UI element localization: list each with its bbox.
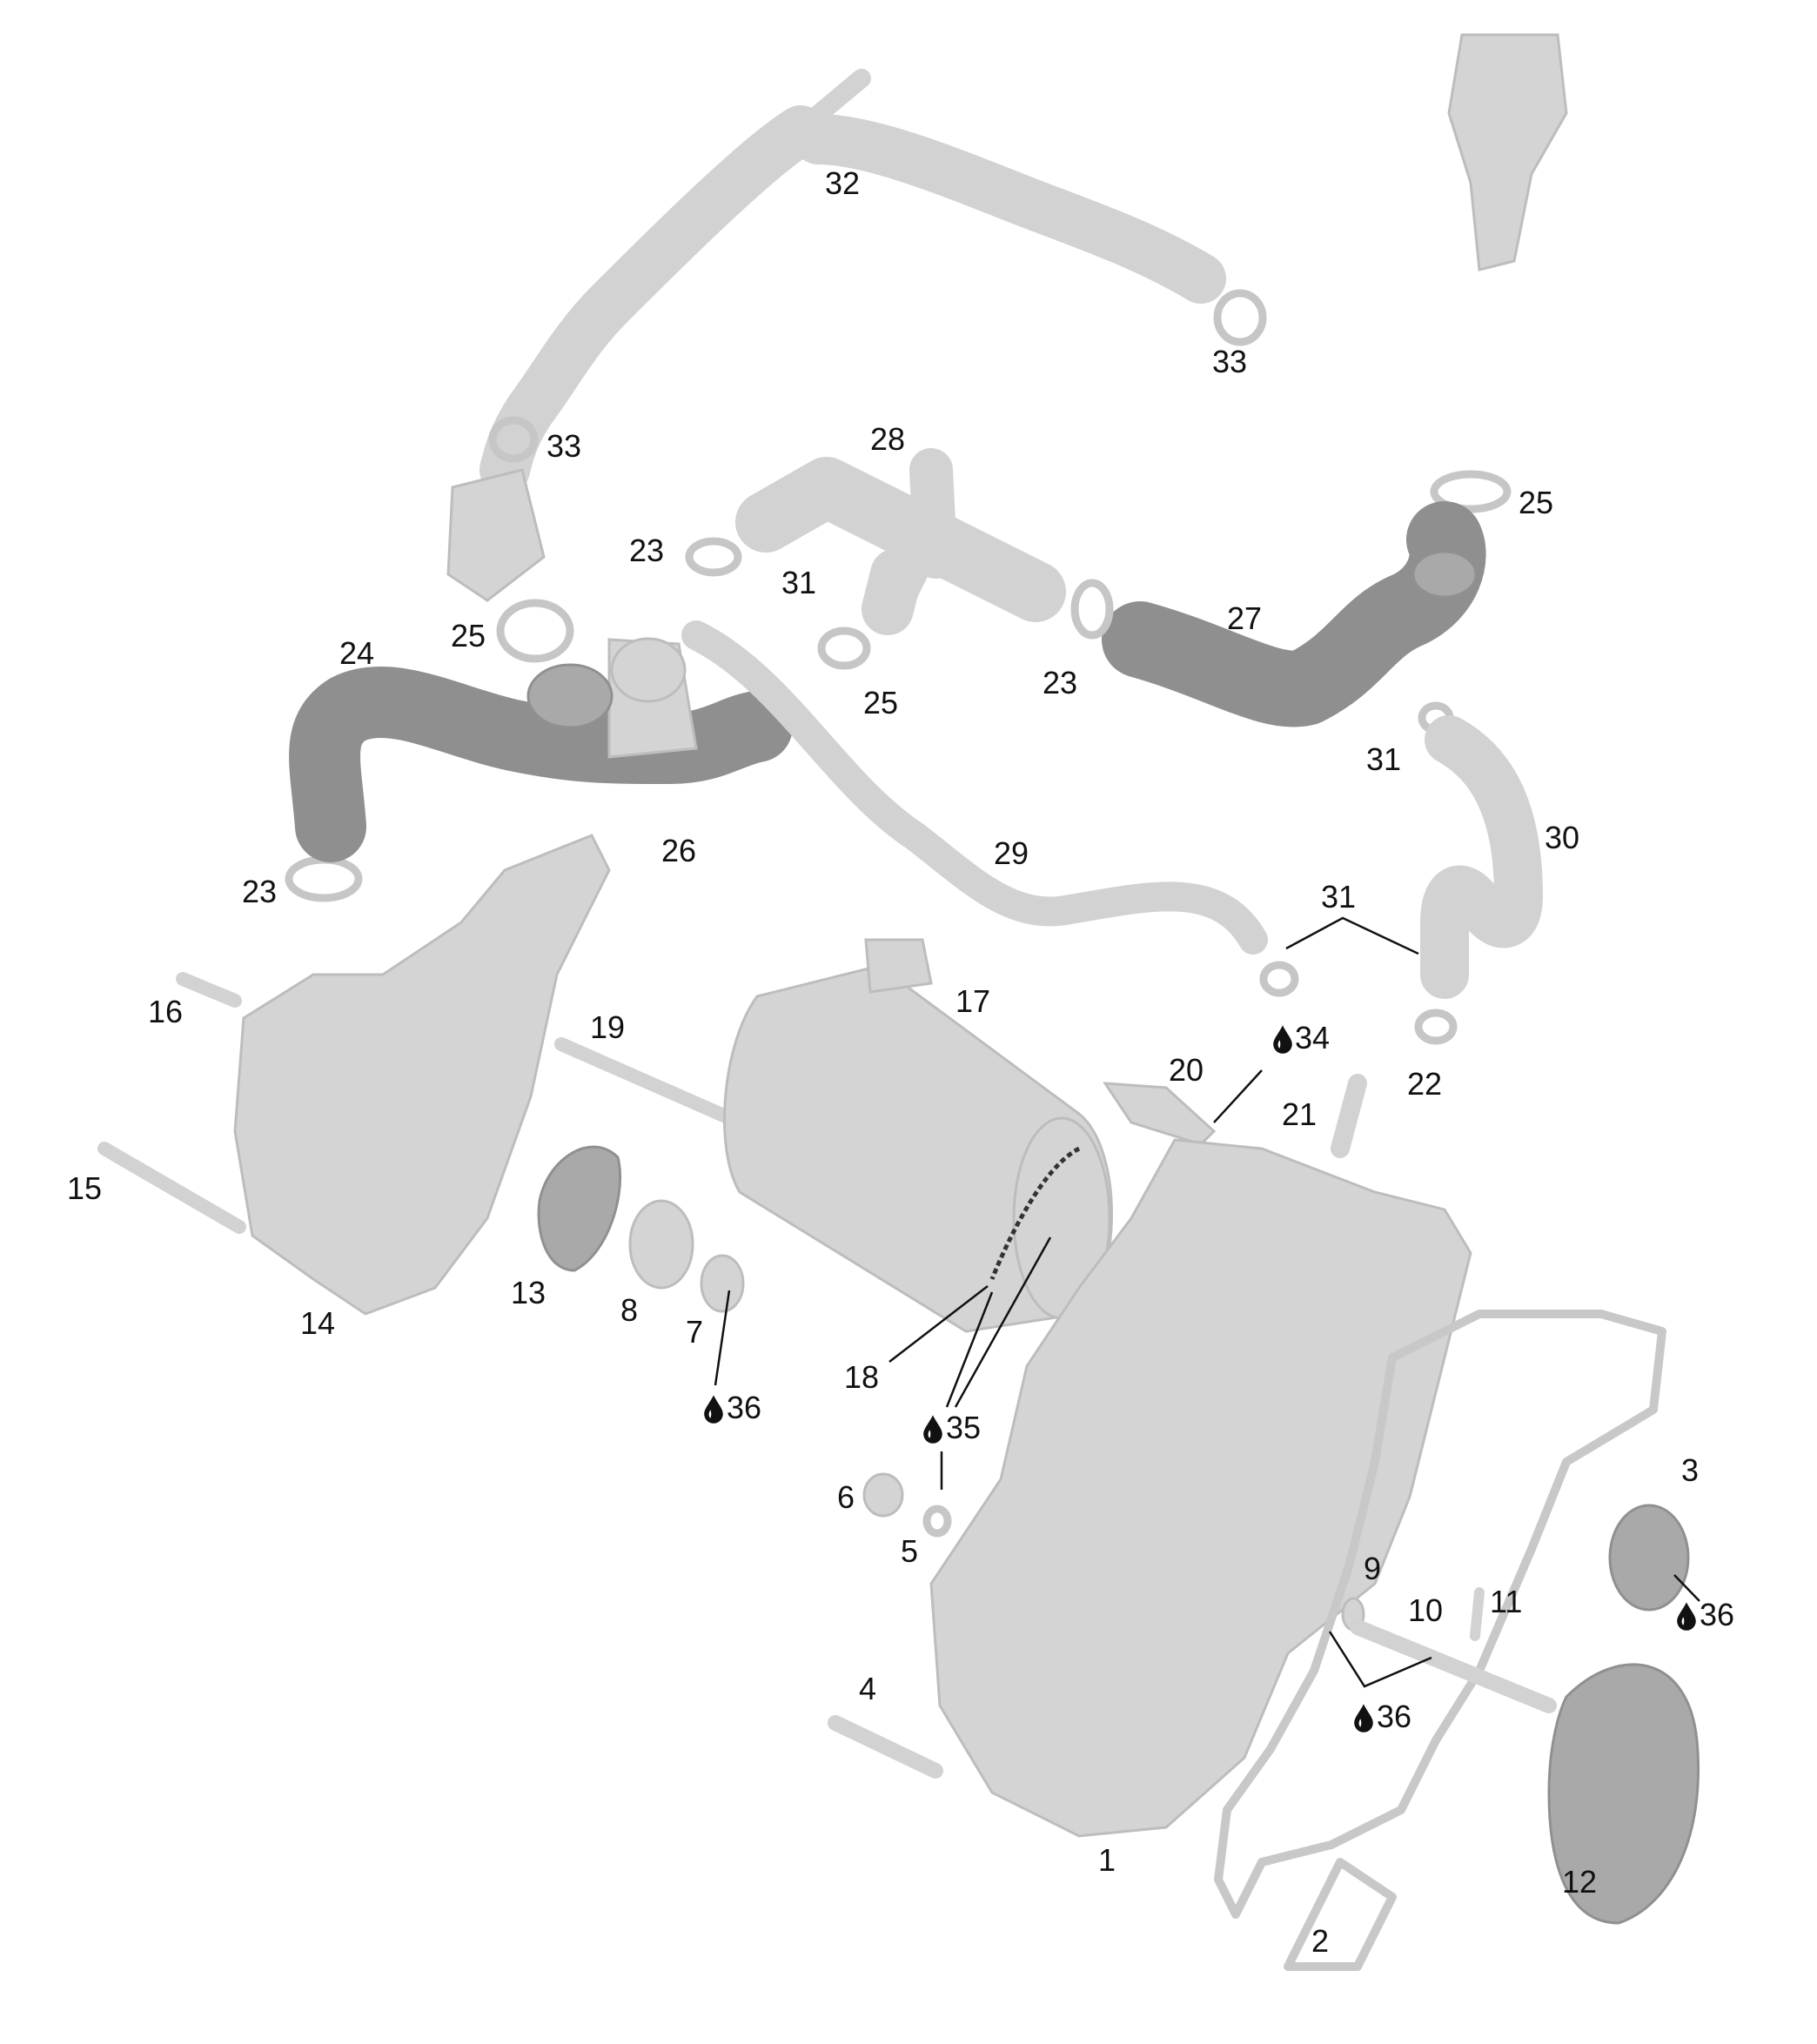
callout-23-left: 23 — [242, 874, 277, 909]
callout-31-bracket: 31 — [1321, 879, 1356, 915]
callout-34: 34 — [1295, 1020, 1330, 1056]
part-18-o-ring — [989, 1146, 1081, 1280]
callout-24: 24 — [339, 635, 374, 671]
part-23-ring-right — [1070, 579, 1114, 640]
part-32-hose — [479, 69, 1226, 495]
callout-25-left: 25 — [451, 618, 486, 653]
callout-25-mid: 25 — [863, 685, 898, 720]
callout-33-right: 33 — [1212, 344, 1247, 379]
callout-15: 15 — [67, 1170, 102, 1206]
callout-33-left: 33 — [546, 428, 581, 464]
part-15-bolt — [97, 1142, 246, 1234]
part-23-ring-left — [285, 855, 363, 902]
callout-3: 3 — [1681, 1452, 1699, 1488]
part-27-hose — [1102, 501, 1486, 727]
callout-25-right: 25 — [1519, 485, 1553, 520]
callout-36-bottom: 36 — [1377, 1699, 1411, 1734]
part-2-gasket — [1214, 1310, 1666, 1971]
callout-31-right: 31 — [1366, 741, 1401, 777]
callout-27: 27 — [1227, 600, 1262, 636]
part-10-shaft — [1350, 1619, 1557, 1713]
callout-26: 26 — [661, 833, 696, 868]
callout-6: 6 — [837, 1479, 855, 1515]
part-7-seal — [700, 1254, 745, 1313]
part-22-bolt — [1331, 1074, 1367, 1158]
part-6-plug — [862, 1472, 904, 1518]
drop-icon — [1677, 1602, 1696, 1631]
callout-31-left: 31 — [781, 565, 816, 600]
callout-17: 17 — [955, 983, 990, 1019]
callout-18: 18 — [844, 1359, 879, 1395]
drop-icon — [923, 1415, 942, 1444]
part-19-bolt — [554, 1037, 747, 1129]
part-28-t-fitting — [735, 448, 1066, 635]
part-fitting-left — [446, 468, 546, 602]
part-30-hose — [1420, 715, 1543, 999]
drop-icon — [1354, 1704, 1373, 1732]
part-29-hose — [681, 620, 1268, 955]
part-1-engine-block — [929, 1138, 1472, 1838]
part-4-bolt — [828, 1715, 943, 1779]
part-20-fitting — [1103, 1082, 1217, 1146]
callout-23-top: 23 — [629, 533, 664, 568]
callout-13: 13 — [511, 1275, 546, 1310]
callout-10: 10 — [1408, 1592, 1443, 1628]
callout-32: 32 — [825, 165, 860, 201]
part-16-bolt — [176, 972, 242, 1008]
part-25-ring-mid — [817, 627, 871, 670]
part-23-ring-mid — [685, 537, 742, 577]
part-25-ring-right — [1430, 470, 1512, 513]
callout-23-right: 23 — [1043, 665, 1077, 700]
callout-19: 19 — [590, 1009, 625, 1045]
callout-12: 12 — [1562, 1864, 1597, 1900]
callout-11: 11 — [1490, 1584, 1522, 1619]
callout-labels: 1 2 3 4 5 6 7 8 9 10 11 12 13 14 15 16 1… — [67, 165, 1734, 1959]
callout-1: 1 — [1098, 1842, 1116, 1878]
callout-2: 2 — [1311, 1923, 1329, 1959]
callout-4: 4 — [859, 1671, 876, 1706]
part-3-cap — [1608, 1504, 1690, 1612]
callout-28: 28 — [870, 421, 905, 457]
part-33-clamp-upper — [1213, 289, 1267, 346]
part-24-26-hose-assembly — [289, 637, 793, 862]
callout-5: 5 — [901, 1533, 918, 1569]
callout-30: 30 — [1545, 820, 1579, 855]
callout-16: 16 — [148, 994, 183, 1029]
part-5-o-ring — [922, 1505, 952, 1538]
callout-9: 9 — [1364, 1551, 1381, 1586]
callout-35: 35 — [946, 1410, 981, 1445]
part-14-pump-housing — [233, 834, 611, 1316]
part-13-impeller — [537, 1145, 622, 1272]
part-25-ring-left — [496, 599, 574, 663]
part-8-seal — [628, 1199, 694, 1290]
part-31-clamp-a — [1259, 961, 1299, 997]
drop-icon — [704, 1395, 723, 1424]
drop-icon — [1273, 1025, 1292, 1054]
callout-8: 8 — [620, 1292, 638, 1328]
part-31-clamp-b — [1414, 1009, 1458, 1045]
callout-36-left: 36 — [727, 1390, 761, 1425]
part-33-clamp-left — [488, 416, 539, 463]
callout-22: 22 — [1407, 1066, 1442, 1102]
leader-lines — [714, 916, 1700, 1688]
part-11-pin — [1470, 1587, 1485, 1641]
callout-36-right: 36 — [1700, 1597, 1734, 1632]
callout-20: 20 — [1169, 1052, 1204, 1088]
callout-7: 7 — [686, 1314, 703, 1350]
callout-21: 21 — [1282, 1096, 1317, 1132]
part-17-cylinder — [723, 938, 1113, 1333]
part-thermostat-housing — [1447, 33, 1568, 271]
callout-14: 14 — [300, 1305, 335, 1341]
part-12-cover — [1547, 1663, 1700, 1925]
callout-29: 29 — [994, 835, 1029, 871]
